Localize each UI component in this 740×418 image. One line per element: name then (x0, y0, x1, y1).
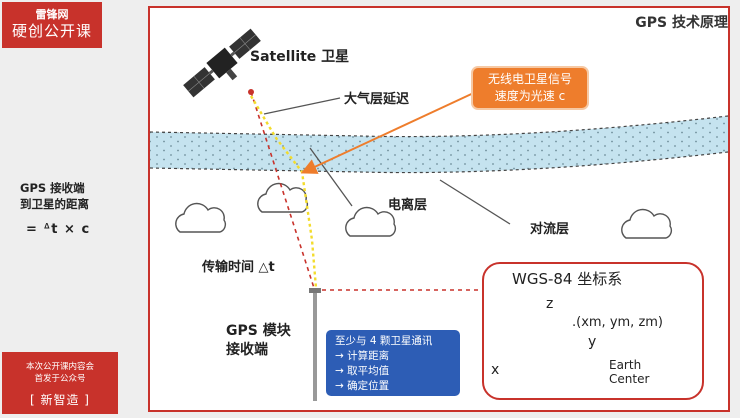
distance-label-line1: GPS 接收端 (20, 181, 85, 195)
atmosphere-delay-label: 大气层延迟 (344, 92, 410, 107)
gps-module-line2: 接收端 (226, 342, 268, 358)
troposphere-label: 对流层 (530, 222, 570, 237)
direct-signal-line (250, 91, 315, 289)
transmission-time-label: 传输时间 △t (202, 260, 275, 275)
signal-note-line2: 速度为光速 c (494, 89, 566, 103)
signal-speed-note: 无线电卫星信号 速度为光速 c (471, 66, 589, 110)
cloud-icon (621, 208, 673, 239)
atmosphere-band (149, 115, 729, 174)
panel-title: GPS 技术原理 (635, 15, 728, 31)
cloud-icon (257, 182, 309, 213)
troposphere-pointer (439, 179, 511, 225)
distance-formula: = ᐞt × c (26, 222, 91, 237)
gps-module-line1: GPS 模块 (226, 323, 291, 339)
atmosphere-pointer (263, 97, 341, 115)
brand-badge: 雷锋网 硬创公开课 (2, 2, 102, 48)
axis-z-label: z (546, 296, 554, 312)
axis-y-label: y (588, 334, 597, 350)
earth-center-label: Earth Center (609, 358, 649, 386)
axis-x-label: x (491, 362, 500, 378)
earth-center-line2: Center (609, 372, 650, 386)
satellite-icon (183, 28, 261, 98)
satellite-comm-note: 至少与 4 颗卫星通讯 → 计算距离 → 取平均值 → 确定位置 (326, 330, 460, 396)
earth-center-line1: Earth (609, 358, 642, 372)
comm-note-line4: → 确定位置 (335, 380, 390, 392)
distance-label: GPS 接收端 到卫星的距离 (20, 180, 120, 212)
notice-line1: 本次公开课内容会 (25, 362, 94, 372)
cloud-icon (175, 202, 227, 233)
ionosphere-label: 电离层 (388, 198, 428, 213)
wgs84-box (482, 262, 704, 400)
notice-badge: 本次公开课内容会 首发于公众号 [ 新智造 ] (2, 352, 118, 414)
cloud-icon (345, 206, 397, 237)
comm-note-line1: 至少与 4 颗卫星通讯 (335, 335, 433, 347)
comm-note-line2: → 计算距离 (335, 350, 390, 362)
notice-line2: 首发于公众号 (34, 374, 86, 384)
distance-label-line2: 到卫星的距离 (20, 197, 89, 211)
brand-line1: 雷锋网 (35, 8, 69, 21)
brand-line2: 硬创公开课 (11, 22, 92, 40)
comm-note-line3: → 取平均值 (335, 365, 390, 377)
gps-module-label: GPS 模块 接收端 (226, 322, 291, 360)
coordinate-label: .(xm, ym, zm) (572, 315, 664, 330)
signal-note-line1: 无线电卫星信号 (487, 72, 572, 86)
signal-speed-arrow (300, 89, 481, 174)
receiver-antenna-icon (309, 288, 321, 401)
wgs84-title: WGS-84 坐标系 (512, 270, 623, 288)
notice-tag: [ 新智造 ] (30, 393, 90, 407)
ionosphere-pointer (309, 147, 353, 207)
satellite-label: Satellite 卫星 (250, 49, 350, 65)
